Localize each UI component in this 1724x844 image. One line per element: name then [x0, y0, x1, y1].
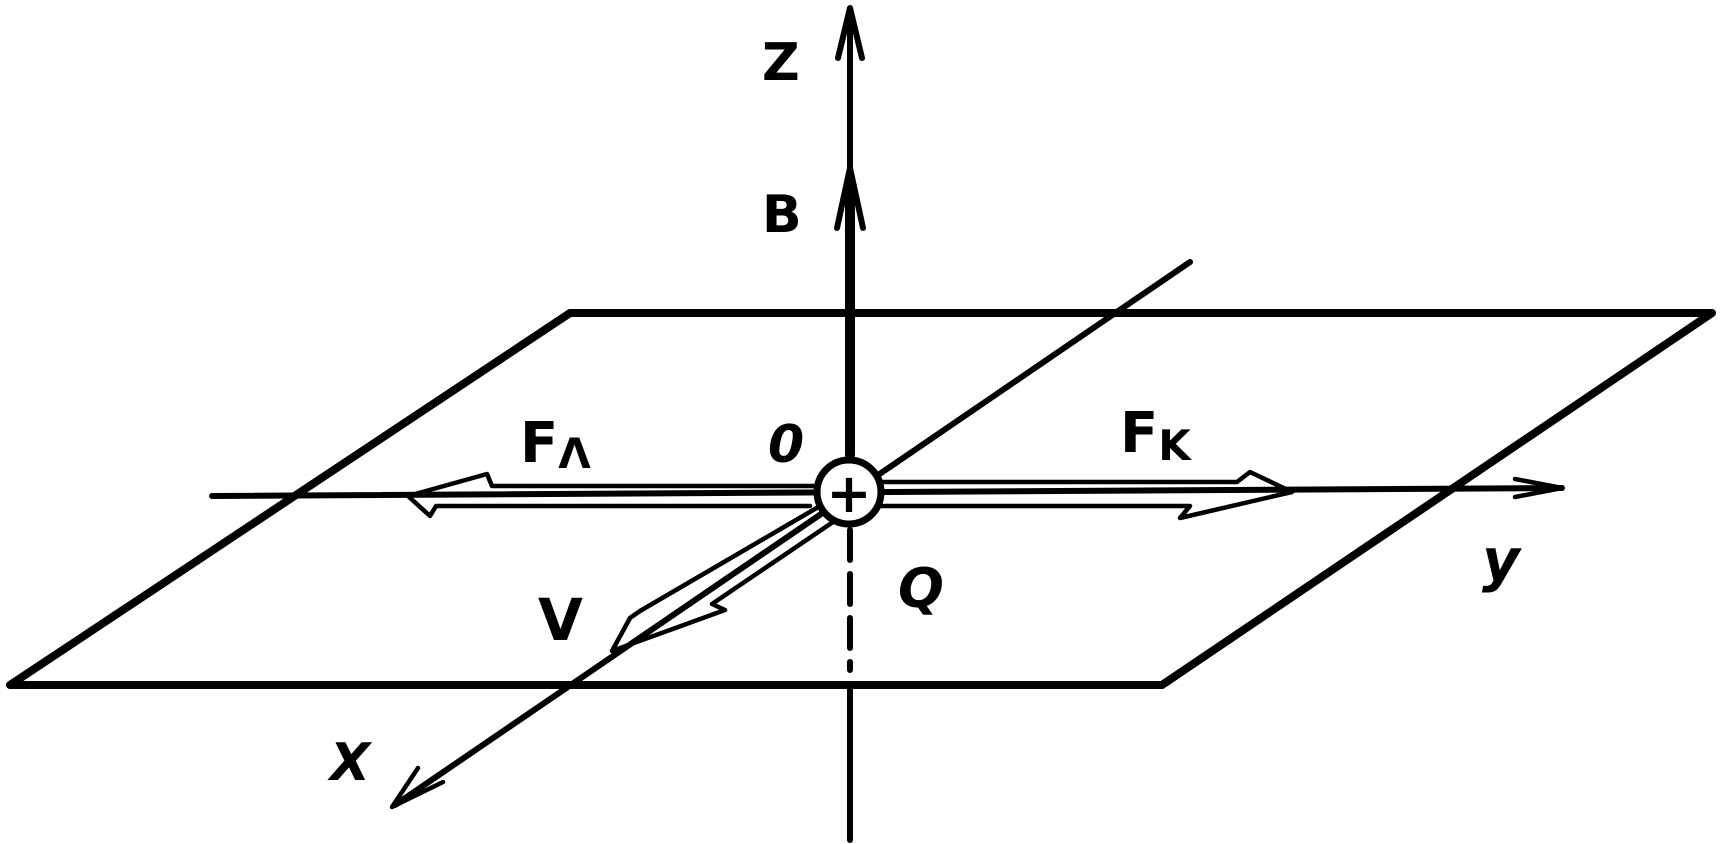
- b-vector-arrowhead: [834, 165, 866, 231]
- velocity-label: V: [538, 586, 583, 654]
- z-axis-label: Z: [762, 33, 800, 93]
- f-k-main: F: [1120, 401, 1158, 466]
- charge-circle: [813, 456, 885, 528]
- b-field-label: B: [762, 185, 802, 245]
- y-axis-line: [209, 485, 1565, 499]
- f-k-vector: [877, 469, 1295, 521]
- f-lambda-label: FΛ: [520, 411, 591, 478]
- charge-label: Q: [898, 557, 944, 620]
- f-k-subscript: K: [1158, 421, 1192, 470]
- charge-sign: +: [826, 462, 871, 525]
- y-axis-label: y: [1482, 526, 1522, 594]
- f-lambda-subscript: Λ: [558, 429, 591, 478]
- f-k-label: FK: [1120, 401, 1192, 470]
- x-axis-line: [392, 259, 1193, 808]
- xy-plane: [6, 309, 1716, 689]
- f-lambda-main: F: [520, 411, 558, 476]
- f-lambda-vector: [405, 471, 823, 519]
- v-vector: [609, 503, 839, 654]
- z-axis-arrowhead: [835, 5, 865, 61]
- origin-label: 0: [768, 415, 804, 475]
- x-axis-arrowhead: [389, 765, 446, 810]
- y-axis-arrowhead: [1512, 476, 1565, 500]
- x-axis-label: X: [327, 733, 373, 793]
